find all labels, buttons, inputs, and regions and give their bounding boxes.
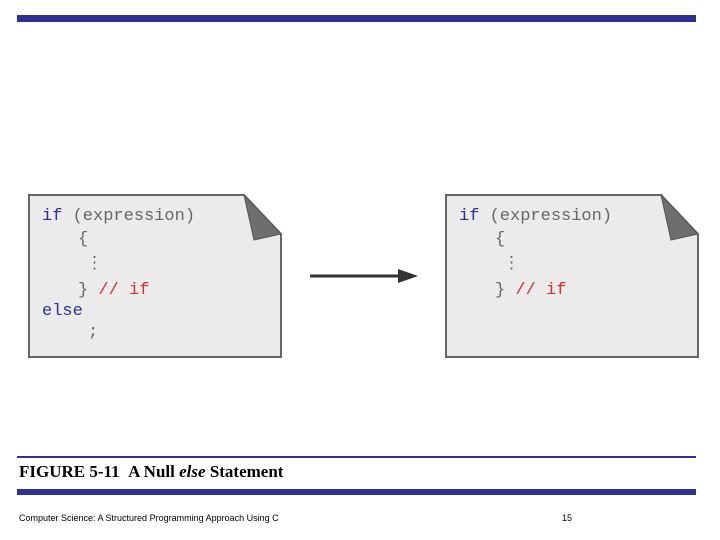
- code-line-if: if (expression): [459, 207, 612, 226]
- code-expression: (expression): [489, 207, 613, 226]
- keyword-else: else: [42, 302, 83, 321]
- code-open-brace: {: [78, 230, 89, 249]
- code-expression: (expression): [72, 207, 196, 226]
- caption-rule-bar: [17, 456, 696, 458]
- caption-text-2: Statement: [209, 462, 284, 481]
- folded-corner-icon: [445, 194, 699, 358]
- footer-book-title: Computer Science: A Structured Programmi…: [19, 513, 279, 523]
- code-card-after: if (expression) { ⋮ } // if: [445, 194, 700, 359]
- code-semicolon: ;: [88, 323, 99, 342]
- code-comment: // if: [515, 281, 567, 300]
- keyword-if: if: [459, 207, 480, 226]
- footer-rule-bar: [17, 489, 696, 495]
- top-rule-bar: [17, 15, 696, 22]
- code-ellipsis: ⋮: [86, 255, 103, 274]
- footer-page-number: 15: [562, 513, 573, 523]
- code-line-close: } // if: [495, 281, 566, 300]
- code-line-if: if (expression): [42, 207, 195, 226]
- code-line-close: } // if: [78, 281, 149, 300]
- code-open-brace: {: [495, 230, 506, 249]
- code-comment: // if: [98, 281, 150, 300]
- figure-label: FIGURE 5-11: [19, 462, 120, 481]
- caption-text-1: A Null: [128, 462, 175, 481]
- code-ellipsis: ⋮: [503, 255, 520, 274]
- figure-caption: FIGURE 5-11 A Null else Statement: [19, 462, 283, 482]
- folded-corner-icon: [28, 194, 282, 358]
- caption-keyword: else: [179, 462, 206, 481]
- code-close-brace: }: [78, 281, 89, 300]
- code-card-before: if (expression) { ⋮ } // if else ;: [28, 194, 283, 359]
- arrow-right-icon: [310, 269, 418, 283]
- keyword-if: if: [42, 207, 63, 226]
- code-close-brace: }: [495, 281, 506, 300]
